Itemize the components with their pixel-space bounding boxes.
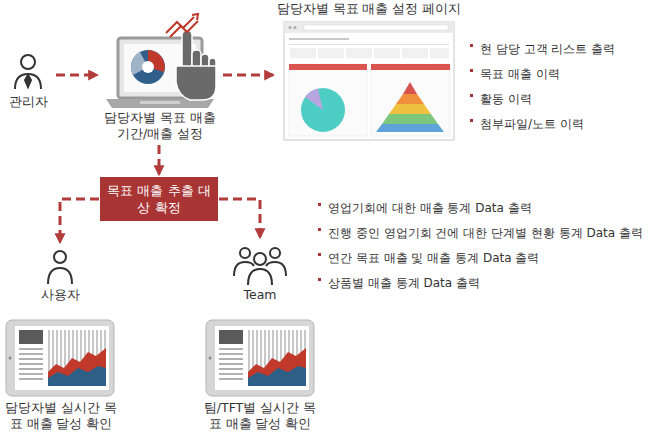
bullet-item: 목표 매출 이력: [470, 63, 560, 82]
bullet-item: 현 담당 고객 리스트 출력: [470, 38, 615, 57]
process-label: 목표 매출 추출 대상 확정: [106, 182, 212, 216]
screenshot-page-part: [294, 26, 297, 29]
bullet-text: 연간 목표 매출 및 매출 통계 Data 출력: [328, 251, 539, 265]
tablet-chart: [206, 320, 314, 396]
tablet-node: 팀/TFT별 실시간 목표 매출 달성 확인: [198, 318, 322, 432]
bullet-item: 진행 중인 영업기회 건에 대한 단계별 현황 통계 Data 출력: [318, 222, 643, 241]
flow-arrow: [223, 74, 273, 77]
team-icon-part: [254, 253, 266, 265]
node-label: 팀/TFT별 실시간 목표 매출 달성 확인: [198, 400, 322, 432]
bullet-text: 첨부파일/노트 이력: [480, 117, 584, 131]
bullet-mark: [470, 44, 473, 47]
bullet-item: 영업기회에 대한 매출 통계 Data 출력: [318, 197, 532, 216]
trend-mark-part: [170, 21, 198, 37]
bullet-mark: [470, 119, 473, 122]
team-icon-part: [248, 269, 272, 285]
screenshot-page-part: [289, 38, 349, 40]
node-label: 담당자별 목표 매출 설정 페이지: [276, 1, 462, 17]
screenshot-page-part: [290, 48, 316, 58]
user-icon-part: [54, 251, 66, 263]
trend-mark: [166, 14, 198, 37]
flow-arrow: [56, 74, 97, 77]
screenshot-page-part: [374, 48, 400, 58]
actor-icon: 관리자: [3, 52, 53, 110]
node-label: Team: [222, 287, 298, 303]
screenshot-page-part: [284, 22, 454, 140]
flow-arrow: [60, 199, 99, 242]
screenshot-page-part: [304, 25, 448, 30]
page-screenshot: 담당자별 목표 매출 설정 페이지: [276, 1, 462, 138]
admin-icon-part: [21, 55, 35, 69]
user-icon: [48, 251, 72, 284]
screenshot-page-part: [346, 48, 372, 58]
bullet-mark: [318, 203, 321, 206]
user-icon-part: [48, 268, 72, 284]
node-label: 담당자별 실시간 목표 매출 달성 확인: [0, 400, 122, 432]
bullet-mark: [318, 278, 321, 281]
screenshot-page-part: [289, 26, 292, 29]
process-box: 목표 매출 추출 대상 확정: [100, 177, 218, 221]
screenshot-page-part: [430, 48, 449, 58]
bullet-text: 목표 매출 이력: [480, 67, 560, 81]
screenshot-page-part: [371, 64, 450, 70]
screenshot-page-part: [289, 44, 449, 45]
bullet-text: 현 담당 고객 리스트 출력: [480, 42, 615, 56]
screenshot-page-part: [402, 48, 428, 58]
bullet-text: 상품별 매출 통계 Data 출력: [328, 276, 480, 290]
node-label: 담당자별 목표 매출 기간/매출 설정: [100, 110, 220, 142]
bullet-mark: [470, 94, 473, 97]
screenshot-page: [284, 22, 454, 140]
flow-arrow: [158, 145, 161, 174]
screenshot-page-part: [396, 94, 424, 104]
laptop-illustration-part: [131, 50, 165, 84]
bullet-mark: [318, 253, 321, 256]
bullet-mark: [470, 69, 473, 72]
hand-pointer-part: [176, 66, 216, 100]
screenshot-page-part: [289, 64, 367, 70]
team-icon-part: [270, 248, 280, 258]
bullet-item: 첨부파일/노트 이력: [470, 113, 584, 132]
admin-icon-part: [15, 74, 41, 89]
node-label: 관리자: [3, 94, 53, 110]
laptop-illustration-part: [140, 101, 180, 104]
tablet-chart: [6, 320, 114, 396]
admin-icon-part: [25, 75, 31, 87]
tablet-node: 담당자별 실시간 목표 매출 달성 확인: [0, 318, 122, 432]
screenshot-page-part: [289, 64, 367, 136]
node-label: 사용자: [30, 287, 90, 303]
screenshot-page-part: [371, 64, 450, 136]
trend-mark-part: [192, 14, 198, 20]
screenshot-page-part: [382, 114, 438, 124]
screenshot-page-part: [284, 22, 454, 33]
screenshot-page-part: [376, 124, 444, 132]
screenshot-page-part: [389, 104, 431, 114]
screenshot-page-part: [305, 89, 323, 110]
bullet-mark: [318, 228, 321, 231]
team-icon-part: [240, 248, 250, 258]
screenshot-page-part: [403, 82, 417, 94]
screenshot-page-part: [301, 88, 345, 132]
bullet-item: 활동 이력: [470, 88, 532, 107]
bullet-text: 활동 이력: [480, 92, 532, 106]
bullet-text: 진행 중인 영업기회 건에 대한 단계별 현황 통계 Data 출력: [328, 226, 643, 240]
screenshot-page-part: [318, 48, 344, 58]
bullet-text: 영업기회에 대한 매출 통계 Data 출력: [328, 201, 532, 215]
laptop-illustration-part: [142, 61, 154, 73]
bullet-item: 상품별 매출 통계 Data 출력: [318, 272, 480, 291]
laptop-node: 담당자별 목표 매출 기간/매출 설정: [100, 36, 220, 142]
actor-icon: 사용자: [30, 245, 90, 303]
admin-icon: [15, 55, 41, 89]
bullet-item: 연간 목표 매출 및 매출 통계 Data 출력: [318, 247, 539, 266]
hand-pointer: [176, 30, 216, 100]
team-icon-node: Team: [222, 240, 298, 303]
flow-arrow: [219, 199, 260, 237]
team-icon: [234, 248, 286, 285]
